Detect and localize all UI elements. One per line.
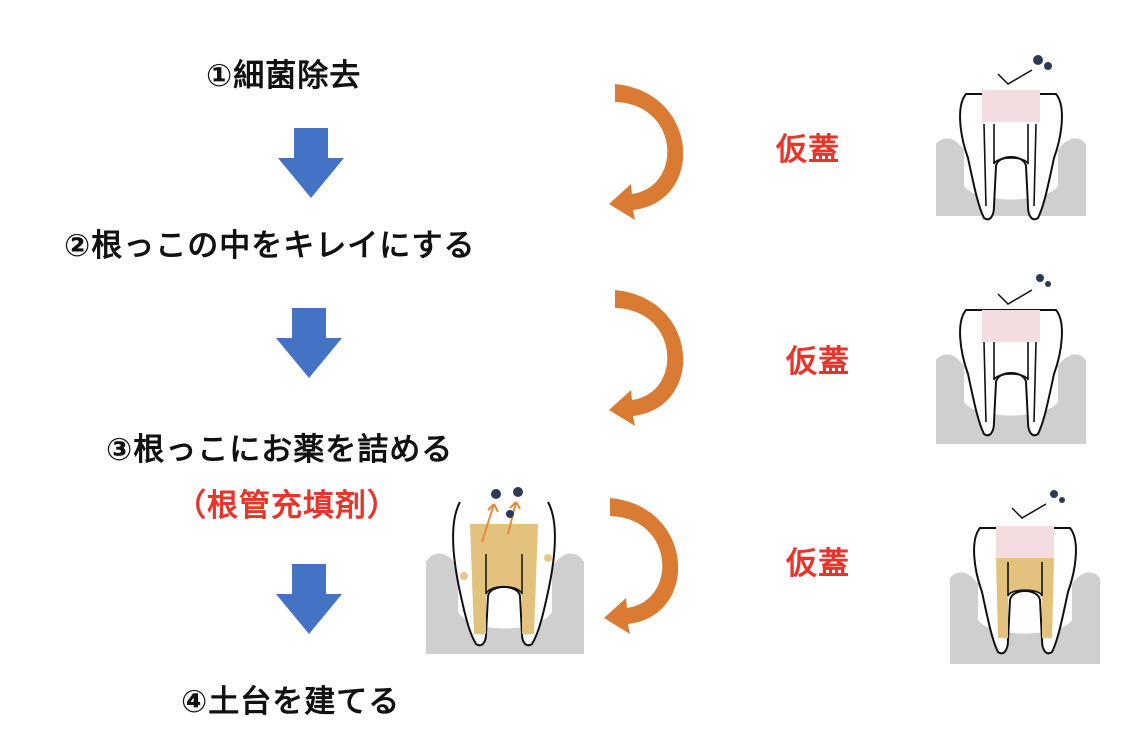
temporary-lid-label: 仮蓋 (776, 132, 840, 168)
bacteria-icon (491, 487, 523, 518)
curved-arrow-icon (600, 496, 700, 636)
tooth-illustration (936, 262, 1086, 447)
curved-arrow-icon (605, 82, 705, 222)
step-4-label: ④土台を建てる (181, 684, 401, 720)
curved-arrow-icon (605, 288, 705, 428)
down-arrow-icon (276, 564, 342, 634)
material-note: （根管充填剤） (175, 488, 399, 524)
temporary-lid-label: 仮蓋 (786, 546, 850, 582)
down-arrow-icon (278, 128, 344, 198)
tooth-illustration (950, 478, 1100, 668)
tooth-illustration (936, 46, 1086, 231)
bacteria-icon (1033, 55, 1052, 70)
temporary-lid-label: 仮蓋 (786, 344, 850, 380)
tooth-illustration (420, 484, 590, 664)
step-3-label: ③根っこにお薬を詰める (106, 432, 454, 468)
bacteria-icon (1050, 490, 1065, 503)
step-2-label: ②根っこの中をキレイにする (64, 228, 476, 264)
bacteria-icon (1036, 274, 1051, 287)
down-arrow-icon (276, 308, 342, 378)
step-1-label: ①細菌除去 (206, 58, 362, 94)
